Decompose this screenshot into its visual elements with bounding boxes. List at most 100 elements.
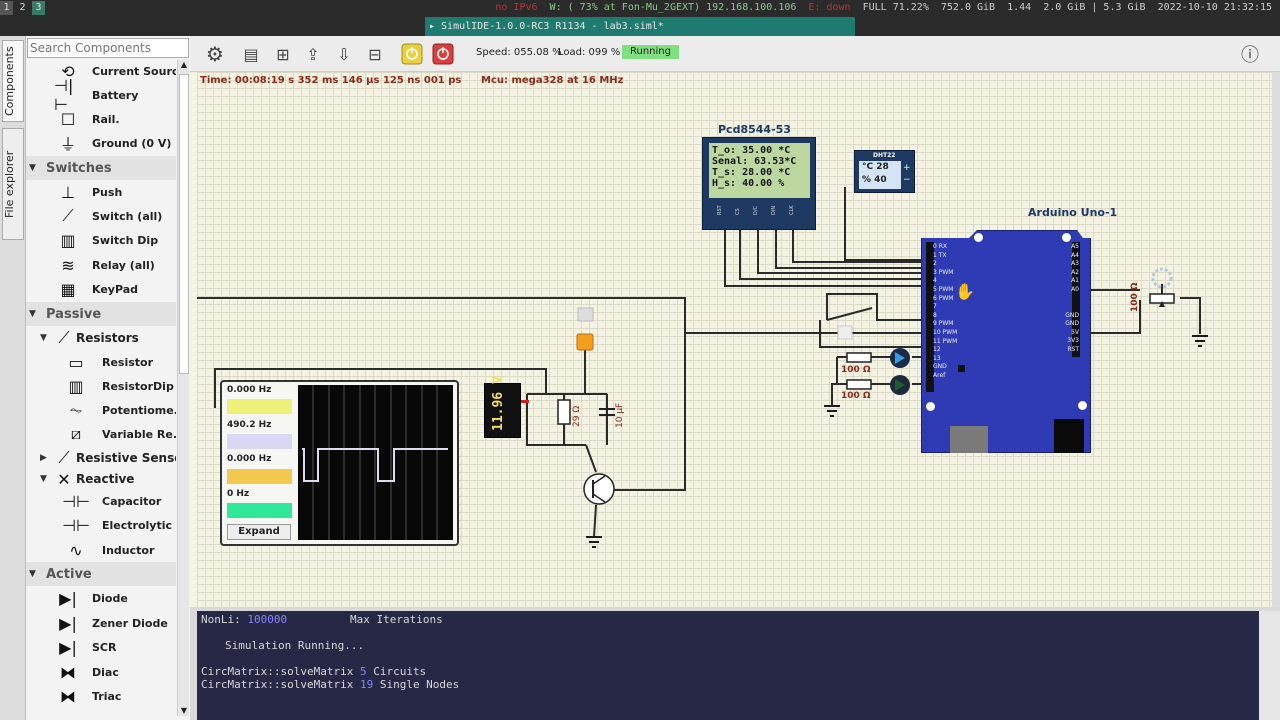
search-input[interactable] [27,38,189,58]
save-as-icon[interactable]: ⊟ [368,44,382,64]
list-item-electrolytic[interactable]: ⊣⊢Electrolytic ... [62,515,176,535]
list-item-relay[interactable]: ≋Relay (all) [26,253,176,277]
voltmeter[interactable]: 11.96 V [484,376,521,438]
circuit-canvas[interactable]: Time: 00:08:19 s 352 ms 146 µs 125 ns 00… [197,72,1272,607]
workspace-1[interactable]: 1 [0,1,13,15]
circuit-menu-icon[interactable]: ▤ [243,44,259,64]
chevron-down-icon: ▼ [29,309,36,319]
list-item-variable-resistor[interactable]: ⧄Variable Re... [26,422,176,446]
arduino-title: Arduino Uno-1 [1028,206,1118,219]
resistive-sensor-icon: ⟋ [58,448,70,467]
toolbar: ⚙ ▤ ⊞ ⇪ ⇩ ⊟ Speed: 055.08 % Load: 099 % … [190,36,1280,72]
electrolytic-icon: ⊣⊢ [62,515,90,535]
console-output: NonLi: 100000 Max Iterations Simulation … [197,611,1259,720]
list-item-ground[interactable]: ⏚Ground (0 V) [26,131,176,155]
pin-label: 13 [933,354,941,362]
lcd-line-3: T_s: 28.00 *C [712,167,791,178]
osc-channel-3-swatch[interactable] [227,469,292,484]
switch-icon: ⟋ [62,206,74,225]
window-title[interactable]: ▸ SimulIDE-1.0.0-RC3 R1134 - lab3.siml* [425,17,855,36]
category-active[interactable]: ▼Active [26,562,176,586]
resistor-100b-label: 100 Ω [841,391,871,401]
triac-icon: ⧓ [60,686,76,706]
pin-label: RST [1067,345,1079,353]
mem-status: 2.0 GiB | 5.3 GiB [1043,2,1146,13]
resistor-100a-label: 100 Ω [841,365,871,375]
list-item-inductor[interactable]: ∿Inductor [26,538,176,562]
mcu-info: Mcu: mega328 at 16 MHz [481,75,624,86]
list-item-current-source[interactable]: ⟲Current Source [26,60,176,83]
lcd-display[interactable]: T_o: 35.00 *C Senal: 63.53*C T_s: 28.00 … [702,137,816,230]
list-item-scr[interactable]: ▶|SCR [26,635,176,659]
side-tabs: Components File explorer [0,36,26,720]
console-circuits-count: 5 [359,665,367,678]
pin-label: 7 [933,303,937,311]
open-circuit-icon[interactable]: ⇪ [306,44,320,64]
capacitor-label: 10 µF [615,402,625,428]
switch-dip-icon: ▥ [60,230,76,250]
subcategory-resistors[interactable]: ▼⟋Resistors [40,328,139,347]
arduino-left-pin-labels: 0 RX 1 TX 2 3 PWM 4 5 PWM 6 PWM 7 8 9 PW… [933,243,973,381]
category-passive[interactable]: ▼Passive [26,302,176,326]
oscilloscope-screen [298,385,453,540]
workspace-2[interactable]: 2 [19,2,26,13]
list-item-switch-dip[interactable]: ▥Switch Dip [26,228,176,252]
scr-icon: ▶| [59,637,77,657]
info-icon[interactable]: ⓘ [1241,45,1259,66]
workspace-3[interactable]: 3 [32,1,45,15]
mount-hole [1062,233,1071,242]
pause-button[interactable] [431,42,455,66]
dht22-sensor[interactable]: DHT22 °C 28 % 40 +− [854,150,915,193]
reset-button[interactable] [958,365,965,372]
new-circuit-icon[interactable]: ⊞ [276,44,290,64]
subcategory-reactive[interactable]: ▼✕Reactive [40,469,135,489]
pin-label: A3 [1071,260,1079,268]
list-item-zener[interactable]: ▶|Zener Diode [26,611,176,635]
dht22-stepper-icon[interactable]: +− [903,163,911,185]
osc-channel-2-swatch[interactable] [227,434,292,449]
lcd-pin-clk: CLK [789,205,795,215]
console-circuits-label: Circuits [373,665,427,678]
resistor-29-label: 29 Ω [572,405,582,427]
list-item-rail[interactable]: ☐Rail. [26,107,176,131]
list-item-diode[interactable]: ▶|Diode [26,586,176,610]
osc-channel-4-swatch[interactable] [227,503,292,518]
list-item-keypad[interactable]: ▦KeyPad [26,277,176,301]
list-item-resistor[interactable]: ▭Resistor [26,350,176,374]
tab-file-explorer[interactable]: File explorer [2,128,24,240]
list-item-potentiometer[interactable]: ⏦Potentiome... [26,398,176,422]
pin-label: A4 [1071,251,1079,259]
power-button[interactable] [400,42,424,66]
expand-button[interactable]: Expand [227,524,291,540]
scroll-down-icon[interactable]: ▼ [180,706,188,715]
settings-gear-icon[interactable]: ⚙ [206,42,224,66]
console-nodes-label: Single Nodes [379,678,460,691]
oscilloscope[interactable]: 0.000 Hz 490.2 Hz 0.000 Hz 0 Hz Expand [220,380,459,546]
scroll-thumb[interactable] [179,74,189,374]
osc-channel-1-swatch[interactable] [227,399,292,414]
pin-label: 9 PWM [933,320,954,328]
list-item-triac[interactable]: ⧓Triac [26,684,176,708]
arduino-board[interactable] [921,230,1091,453]
list-item-capacitor[interactable]: ⊣⊢Capacitor [62,491,162,511]
save-circuit-icon[interactable]: ⇩ [337,44,351,64]
list-item-push[interactable]: ⊥Push [26,180,176,204]
list-item-resistor-dip[interactable]: ▥ResistorDip [26,374,176,398]
category-switches[interactable]: ▼Switches [26,156,176,180]
subcategory-resistive-sensors[interactable]: ▶⟋Resistive Sensors [40,448,176,467]
list-item-switch[interactable]: ⟋Switch (all) [26,204,176,228]
scroll-up-icon[interactable]: ▲ [180,60,188,69]
osc-channel-1-freq: 0.000 Hz [227,385,272,395]
tab-components[interactable]: Components [2,40,24,122]
pin-label: 3V3 [1067,337,1079,345]
list-item-battery[interactable]: ⊣|⊢Battery [54,76,139,114]
osc-channel-4-freq: 0 Hz [227,489,250,499]
component-scrollbar[interactable]: ▲ ▼ [177,60,189,716]
console-scrollbar[interactable] [1259,611,1280,720]
hand-cursor-icon: ✋ [955,282,975,301]
pin-label: GND [1065,311,1079,319]
lcd-pin-din: DIN [771,205,777,215]
list-item-diac[interactable]: ⧓Diac [26,660,176,684]
power-jack [1054,419,1084,453]
chevron-down-icon: ▼ [40,333,47,343]
